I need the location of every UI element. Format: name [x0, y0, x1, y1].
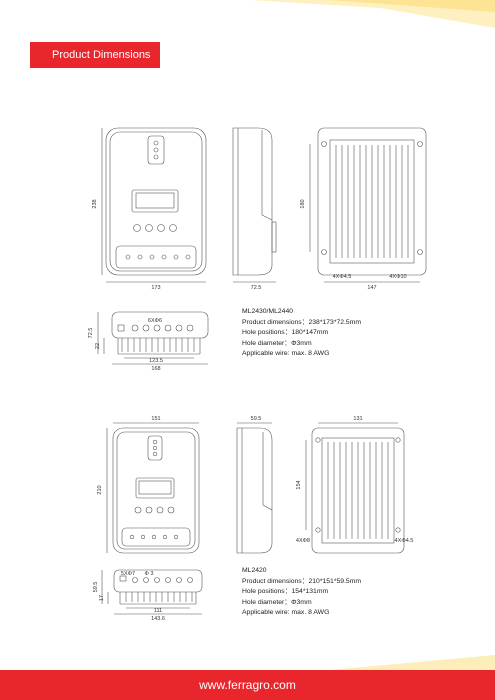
- dim2-bottom-depth: 59.5: [93, 582, 99, 593]
- front-view-small: [106, 422, 200, 554]
- dim2-bottom-width: 143.6: [151, 616, 165, 622]
- dim2-bottom-label-b: Φ 3: [145, 571, 154, 577]
- dim2-back-hole-right: 4XΦ4.5: [395, 538, 414, 544]
- dim-side-depth: 72.5: [251, 285, 262, 291]
- dim2-back-hole-left: 4XΦ8: [296, 538, 310, 544]
- website-link[interactable]: www.ferragro.com: [199, 678, 296, 692]
- bottom-view-large: [97, 311, 209, 365]
- side-view-small: [236, 422, 273, 554]
- dim2-front-width: 151: [151, 416, 160, 422]
- dim-bottom-width-inner: 123.5: [149, 358, 163, 364]
- spec-dimensions: Product dimensions：238*173*72.5mm: [242, 318, 362, 326]
- dim2-side-depth: 59.5: [251, 416, 262, 422]
- dim2-bottom-small: 17: [99, 595, 105, 601]
- top-decoration: [250, 0, 495, 28]
- dim-bottom-width: 168: [151, 366, 160, 372]
- dim2-back-hole-width: 131: [353, 416, 362, 422]
- section-title: Product Dimensions: [30, 42, 160, 68]
- spec2-model: ML2420: [242, 567, 267, 574]
- spec-model: ML2430/ML2440: [242, 308, 294, 315]
- front-view-large: [101, 127, 207, 283]
- dim-front-width: 173: [151, 285, 160, 291]
- spec-holes: Hole positions：180*147mm: [242, 329, 329, 336]
- spec2-dimensions: Product dimensions：210*151*59.5mm: [242, 577, 362, 585]
- specs-small: ML2420 Product dimensions：210*151*59.5mm…: [242, 566, 361, 619]
- spec-diameter: Hole diameter：Φ3mm: [242, 339, 312, 347]
- dim2-back-hole-height: 154: [296, 480, 302, 489]
- dim2-front-height: 210: [97, 485, 103, 494]
- dim2-bottom-width-inner: 111: [154, 608, 162, 614]
- dim-bottom-label: 6XΦ6: [148, 318, 162, 324]
- spec2-wire: Applicable wire: max. 8 AWG: [242, 609, 330, 616]
- back-view-large: [309, 127, 427, 283]
- spec2-holes: Hole positions：154*131mm: [242, 588, 329, 595]
- footer-bar: www.ferragro.com: [0, 670, 495, 700]
- side-view-large: [232, 127, 277, 283]
- bottom-view-small: [101, 569, 203, 615]
- dim-back-hole-left: 4XΦ4.5: [333, 274, 352, 280]
- dim-back-hole-height: 180: [300, 199, 306, 208]
- dim-back-hole-right: 4XΦ10: [389, 274, 406, 280]
- spec-wire: Applicable wire: max. 8 AWG: [242, 350, 330, 357]
- dim-bottom-small: 22: [95, 343, 101, 349]
- dim-front-height: 238: [92, 199, 98, 208]
- dim-back-hole-width: 147: [367, 285, 376, 291]
- dim-bottom-depth: 72.5: [88, 328, 94, 339]
- back-view-small: [305, 422, 405, 554]
- spec2-diameter: Hole diameter：Φ3mm: [242, 598, 312, 606]
- specs-large: ML2430/ML2440 Product dimensions：238*173…: [242, 307, 361, 360]
- dim2-bottom-label-a: 5XΦ7: [121, 571, 135, 577]
